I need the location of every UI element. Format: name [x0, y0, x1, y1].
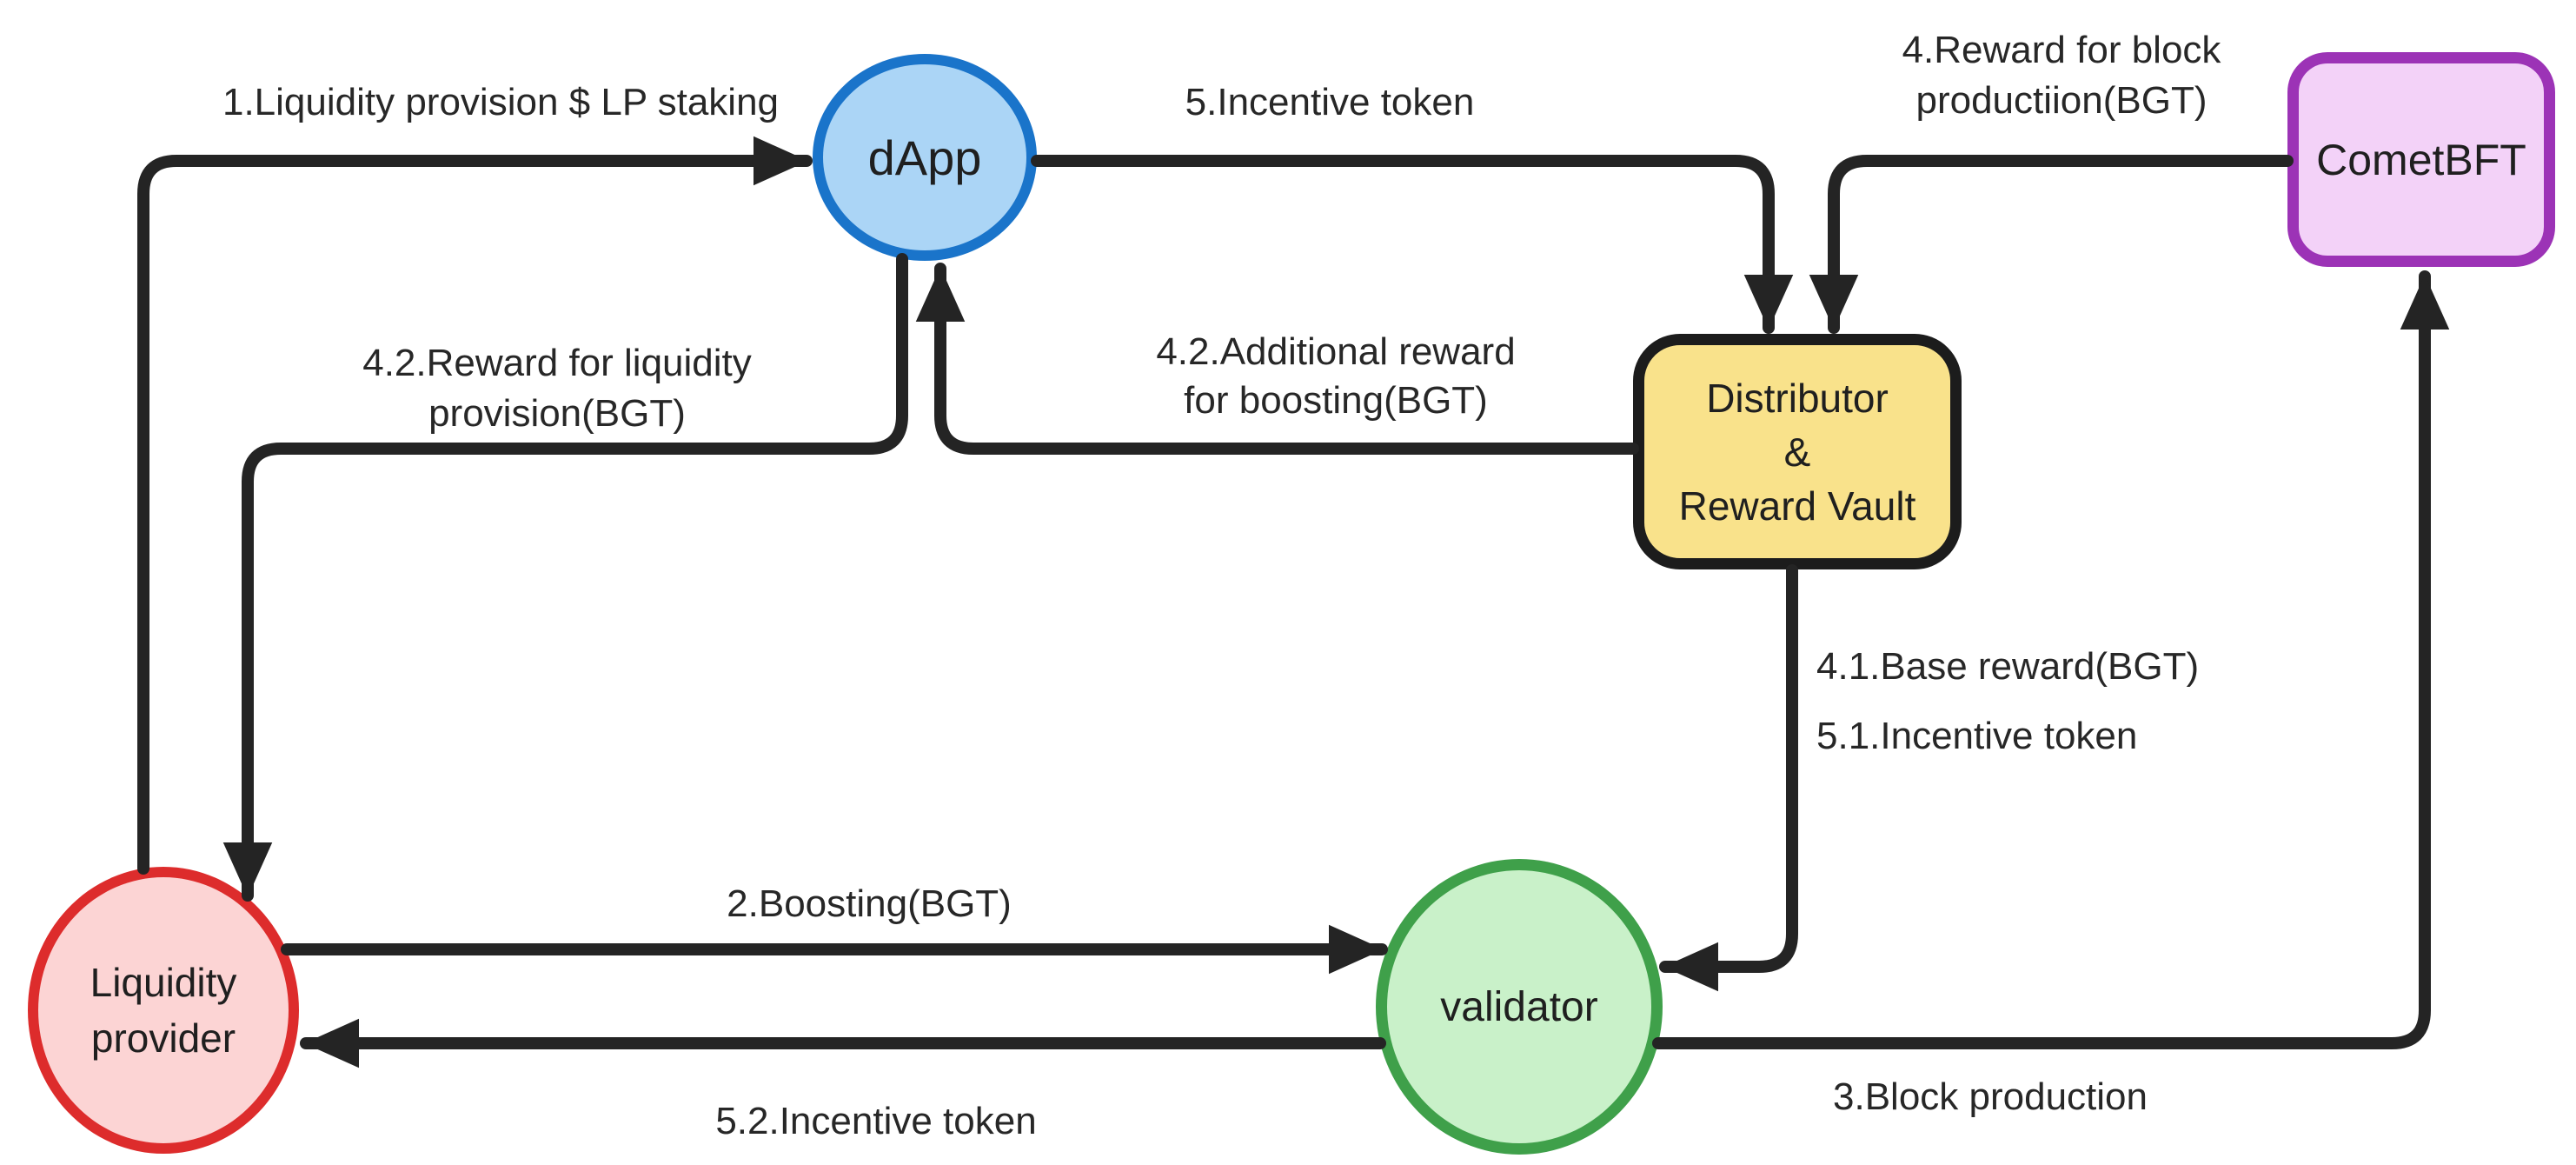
- edge-label-additional-reward-for-boosting-line2: for boosting(BGT): [1184, 379, 1488, 422]
- edge-label-liquidity-provision-lp-staking: 1.Liquidity provision $ LP staking: [222, 81, 780, 123]
- arrow-incentive-token-dapp-to-distributor: [1031, 155, 1794, 334]
- node-distributor-label-line2: &: [1783, 429, 1811, 475]
- node-liquidity-provider-label-line1: Liquidity: [90, 960, 237, 1005]
- node-liquidity-provider-label-line2: provider: [90, 1015, 236, 1061]
- arrow-additional-reward-for-boosting: [915, 263, 1639, 455]
- edge-label-boosting-bgt: 2.Boosting(BGT): [727, 882, 1012, 925]
- arrow-base-reward-and-incentive-to-validator: [1659, 564, 1798, 992]
- edge-label-incentive-token-51: 5.1.Incentive token: [1816, 715, 2138, 757]
- node-cometbft: CometBFT: [2287, 52, 2555, 267]
- node-distributor-label-line3: Reward Vault: [1678, 483, 1916, 529]
- edge-label-incentive-token-5: 5.Incentive token: [1185, 81, 1475, 123]
- edge-label-additional-reward-for-boosting-line1: 4.2.Additional reward: [1156, 330, 1516, 373]
- node-cometbft-label: CometBFT: [2316, 135, 2526, 184]
- node-distributor-reward-vault: Distributor & Reward Vault: [1633, 334, 1962, 569]
- arrow-reward-for-block-production: [1809, 155, 2294, 334]
- edge-label-block-production: 3.Block production: [1833, 1075, 2148, 1118]
- node-distributor-label-line1: Distributor: [1706, 375, 1889, 421]
- arrow-block-production: [1652, 270, 2450, 1049]
- edge-label-reward-for-liquidity-provision: 4.2.Reward for liquidity provision(BGT): [362, 338, 752, 439]
- node-liquidity-provider: Liquidity provider: [28, 867, 299, 1154]
- edge-label-reward-for-liquidity-provision-line1: 4.2.Reward for liquidity: [362, 342, 752, 384]
- edge-label-reward-for-block-production: 4.Reward for block productiion(BGT): [1902, 25, 2221, 126]
- node-dapp-label: dApp: [867, 130, 982, 185]
- node-validator-label: validator: [1440, 983, 1598, 1030]
- edge-label-reward-for-liquidity-provision-line2: provision(BGT): [428, 392, 686, 435]
- edge-label-base-reward-bgt: 4.1.Base reward(BGT): [1816, 645, 2200, 688]
- edge-label-incentive-token-52: 5.2.Incentive token: [715, 1100, 1037, 1142]
- arrow-liquidity-provision-lp-staking: [137, 136, 813, 875]
- edge-label-reward-for-block-production-line2: productiion(BGT): [1915, 79, 2208, 122]
- edge-label-additional-reward-for-boosting: 4.2.Additional reward for boosting(BGT): [1156, 328, 1515, 425]
- edge-label-reward-for-block-production-line1: 4.Reward for block: [1902, 29, 2221, 71]
- arrow-reward-for-liquidity-provision: [222, 253, 908, 902]
